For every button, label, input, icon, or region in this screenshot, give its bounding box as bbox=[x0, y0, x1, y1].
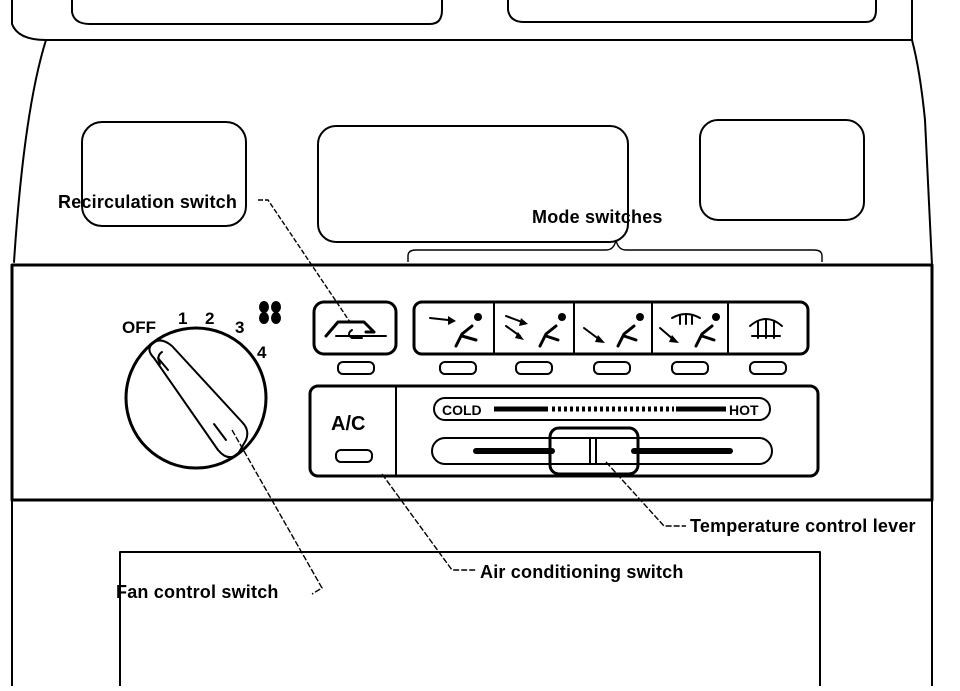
face-vent-icon bbox=[429, 313, 482, 348]
foot-defrost-icon bbox=[659, 313, 720, 348]
mode-indicator-foot bbox=[593, 361, 631, 375]
mode-button-foot[interactable] bbox=[576, 304, 650, 352]
mode-switches-callout: Mode switches bbox=[532, 207, 663, 227]
ac-button[interactable]: A/C bbox=[312, 388, 394, 474]
temperature-control-lever-callout: Temperature control lever bbox=[690, 516, 916, 536]
lever-leader-line bbox=[605, 461, 686, 527]
fan-speed-1-label: 1 bbox=[178, 309, 187, 328]
fan-speed-2-label: 2 bbox=[205, 309, 214, 328]
mode-indicator-defrost bbox=[749, 361, 787, 375]
defrost-icon bbox=[749, 318, 783, 339]
mode-indicator-face bbox=[439, 361, 477, 375]
temperature-scale: COLD HOT bbox=[433, 397, 771, 421]
ac-temperature-panel bbox=[308, 384, 820, 478]
mode-button-foot-defrost[interactable] bbox=[654, 304, 726, 352]
fan-speed-3-label: 3 bbox=[235, 318, 244, 337]
ac-label: A/C bbox=[331, 413, 365, 435]
recirculation-icon bbox=[324, 320, 387, 339]
ac-indicator bbox=[335, 449, 373, 463]
ac-leader-line bbox=[381, 473, 476, 571]
hot-label: HOT bbox=[729, 402, 759, 418]
control-panel bbox=[10, 263, 934, 502]
air-conditioning-switch-callout: Air conditioning switch bbox=[480, 562, 684, 582]
recirculation-leader-line bbox=[258, 199, 351, 323]
foot-vent-icon bbox=[583, 313, 644, 348]
fan-off-label: OFF bbox=[122, 318, 156, 337]
cold-label: COLD bbox=[442, 402, 482, 418]
mode-button-face[interactable] bbox=[416, 304, 492, 352]
temperature-slider-track bbox=[431, 437, 773, 465]
fan-leader-line bbox=[231, 429, 323, 595]
mode-button-group bbox=[412, 300, 810, 356]
mode-button-defrost[interactable] bbox=[730, 304, 806, 352]
bi-level-vent-icon bbox=[505, 313, 566, 348]
mode-button-bi-level[interactable] bbox=[496, 304, 572, 352]
recirculation-switch-callout: Recirculation switch bbox=[58, 192, 237, 212]
dashboard-outline bbox=[11, 0, 933, 687]
temperature-control-lever[interactable] bbox=[548, 426, 640, 476]
fan-control-dial[interactable] bbox=[124, 326, 268, 470]
mode-switches-bracket bbox=[407, 239, 823, 262]
recirculation-indicator bbox=[337, 361, 375, 375]
mode-indicator-bi-level bbox=[515, 361, 553, 375]
recirculation-button[interactable] bbox=[312, 300, 398, 356]
mode-indicator-foot-defrost bbox=[671, 361, 709, 375]
fan-icon bbox=[259, 301, 281, 324]
fan-speed-4-label: 4 bbox=[257, 343, 267, 362]
fan-control-switch-callout: Fan control switch bbox=[116, 582, 279, 602]
